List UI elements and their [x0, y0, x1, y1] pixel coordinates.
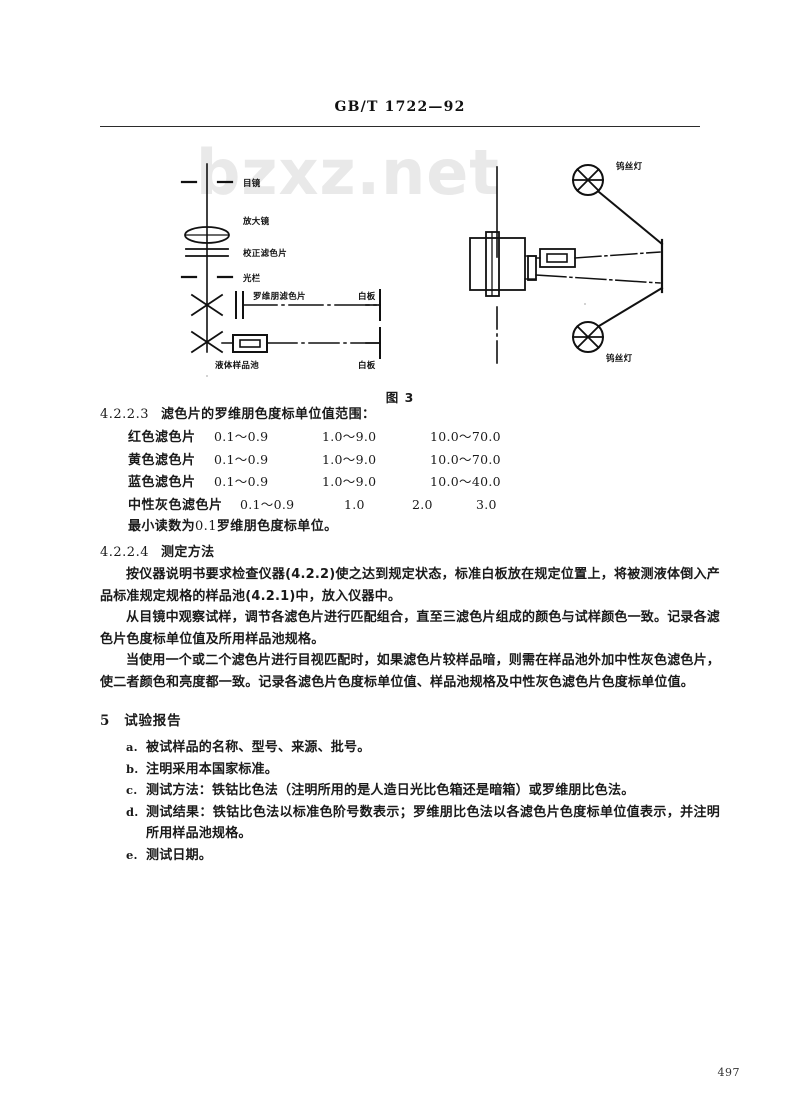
header-rule [100, 126, 700, 127]
filter-name: 黄色滤色片 [128, 452, 196, 468]
clause-4224-number: 4.2.2.4 [100, 545, 149, 560]
table-row: 黄色滤色片 0.1～0.9 1.0～9.0 10.0～70.0 [128, 449, 720, 472]
list-item-marker: e. [126, 847, 138, 862]
list-item-text: 测试结果：铁钴比色法以标准色阶号数表示；罗维朋比色法以各滤色片色度标单位值表示，… [146, 804, 720, 842]
page-number: 497 [717, 1066, 740, 1079]
filter-range-3: 2.0 [412, 496, 433, 512]
filter-name: 红色滤色片 [128, 430, 196, 445]
filter-range-4: 3.0 [476, 496, 497, 512]
filter-range-2: 1.0～9.0 [322, 429, 377, 444]
list-item: a. 被试样品的名称、型号、来源、批号。 [100, 737, 720, 759]
page-header-standard-number: GB/T 1722—92 [334, 99, 466, 115]
section-5-title: 试验报告 [124, 713, 182, 729]
figure-label-correction-filter: 校正滤色片 [243, 248, 287, 259]
filter-range-2: 1.0～9.0 [322, 474, 377, 489]
list-item-marker: b. [126, 761, 139, 776]
filter-name: 蓝色滤色片 [128, 475, 196, 490]
clause-4224-paragraph-3: 当使用一个或二个滤色片进行目视匹配时，如果滤色片较样品暗，则需在样品池外加中性灰… [100, 653, 721, 690]
figure-label-lovibond-filter: 罗维朋滤色片 [253, 291, 306, 302]
figure-label-aperture: 光栏 [242, 273, 261, 284]
figure-label-white-board-bottom: 白板 [358, 360, 376, 371]
list-item: b. 注明采用本国家标准。 [100, 759, 720, 781]
document-body: 4.2.2.3 滤色片的罗维朋色度标单位值范围： 红色滤色片 0.1～0.9 1.… [100, 404, 720, 866]
table-row: 蓝色滤色片 0.1～0.9 1.0～9.0 10.0～40.0 [128, 471, 720, 494]
list-item-text: 注明采用本国家标准。 [146, 761, 279, 777]
filter-range-3: 10.0～70.0 [430, 451, 501, 467]
filter-range-1: 0.1～0.9 [214, 451, 269, 467]
filter-range-table: 红色滤色片 0.1～0.9 1.0～9.0 10.0～70.0 黄色滤色片 0.… [100, 426, 720, 516]
filter-range-1: 0.1～0.9 [214, 474, 269, 489]
note-value: 0.1 [195, 519, 217, 534]
figure-label-magnifier: 放大镜 [242, 216, 270, 227]
list-item: c. 测试方法：铁钴比色法（注明所用的是人造日光比色箱还是暗箱）或罗维朋比色法。 [100, 780, 720, 802]
figure-label-tungsten-lamp-top: 钨丝灯 [616, 161, 643, 172]
clause-4223-title: 滤色片的罗维朋色度标单位值范围： [160, 407, 376, 422]
figure-caption: 图 3 [385, 390, 415, 405]
clause-4224-title: 测定方法 [160, 545, 215, 560]
figure-3: 目镜 放大镜 校正滤色片 光栏 罗维朋滤色片 白板 液体样品池 白板 钨丝灯 钨… [0, 132, 800, 394]
note-suffix: 罗维朋色度标单位。 [216, 519, 338, 534]
section-5-item-list: a. 被试样品的名称、型号、来源、批号。 b. 注明采用本国家标准。 c. 测试… [100, 737, 720, 866]
table-row: 红色滤色片 0.1～0.9 1.0～9.0 10.0～70.0 [128, 426, 720, 449]
filter-range-3: 10.0～40.0 [430, 474, 501, 489]
table-row: 中性灰色滤色片 0.1～0.9 1.0 2.0 3.0 [128, 494, 720, 517]
filter-range-2: 1.0 [344, 496, 365, 512]
section-5-heading: 5 试验报告 [100, 709, 720, 729]
figure-label-white-board-top: 白板 [358, 291, 376, 302]
minimum-reading-note: 最小读数为0.1罗维朋色度标单位。 [100, 516, 720, 538]
note-prefix: 最小读数为 [128, 519, 196, 534]
list-item-marker: c. [126, 783, 138, 797]
clause-4224-heading: 4.2.2.4 测定方法 [100, 542, 720, 563]
filter-name: 中性灰色滤色片 [128, 497, 223, 513]
list-item-marker: d. [126, 804, 139, 819]
list-item: d. 测试结果：铁钴比色法以标准色阶号数表示；罗维朋比色法以各滤色片色度标单位值… [100, 802, 720, 845]
filter-range-1: 0.1～0.9 [214, 429, 269, 444]
list-item-text: 测试方法：铁钴比色法（注明所用的是人造日光比色箱还是暗箱）或罗维朋比色法。 [146, 783, 635, 798]
filter-range-2: 1.0～9.0 [322, 451, 377, 467]
list-item-text: 被试样品的名称、型号、来源、批号。 [146, 740, 371, 755]
clause-4223-number: 4.2.2.3 [100, 407, 149, 422]
filter-range-1: 0.1～0.9 [240, 496, 295, 512]
figure-label-eyepiece: 目镜 [243, 178, 261, 189]
clause-4224-paragraph-2: 从目镜中观察试样，调节各滤色片进行匹配组合，直至三滤色片组成的颜色与试样颜色一致… [100, 610, 721, 647]
list-item-marker: a. [126, 740, 138, 754]
section-5-number: 5 [100, 713, 111, 729]
list-item: e. 测试日期。 [100, 845, 720, 867]
clause-4223-heading: 4.2.2.3 滤色片的罗维朋色度标单位值范围： [100, 404, 720, 425]
filter-range-3: 10.0～70.0 [430, 429, 501, 444]
list-item-text: 测试日期。 [146, 847, 213, 863]
clause-4224-paragraph-1: 按仪器说明书要求检查仪器(4.2.2)使之达到规定状态，标准白板放在规定位置上，… [100, 567, 720, 604]
figure-label-liquid-sample-cell: 液体样品池 [215, 360, 259, 371]
figure-label-tungsten-lamp-bottom: 钨丝灯 [606, 353, 633, 364]
